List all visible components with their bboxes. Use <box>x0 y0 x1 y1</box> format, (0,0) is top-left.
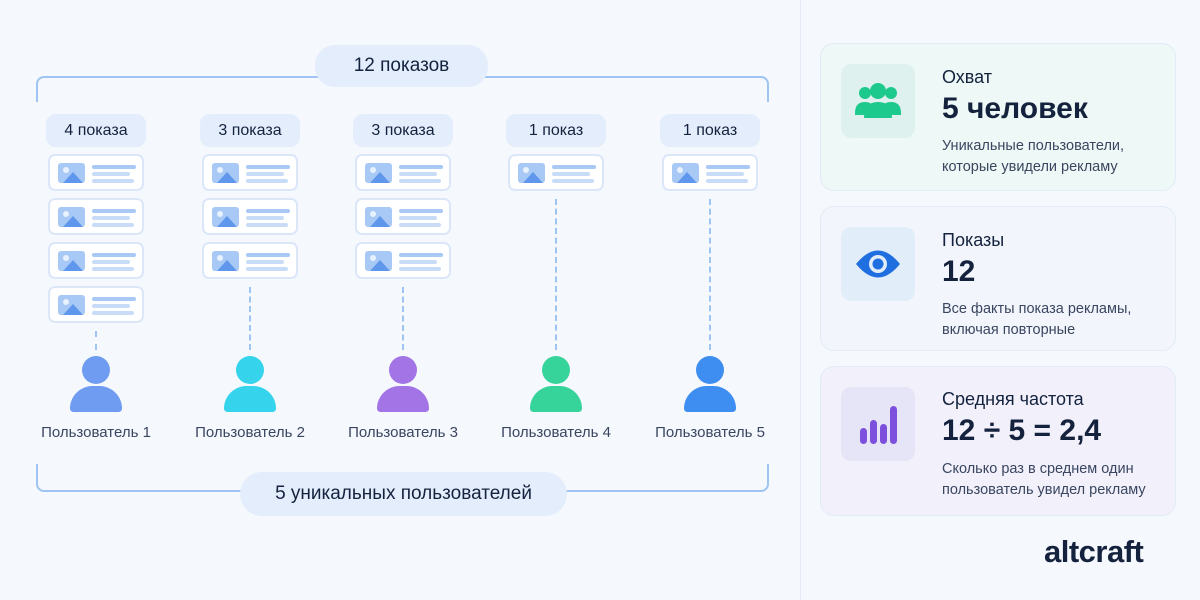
eye-icon <box>841 227 915 301</box>
impressions-diagram: 12 показов 5 уникальных пользователей 4 … <box>36 0 770 600</box>
reach-description: Уникальные пользователи, которые увидели… <box>942 138 1125 175</box>
connector-line <box>249 287 251 350</box>
frequency-card: Средняя частота 12 ÷ 5 = 2,4 Сколько раз… <box>820 366 1176 516</box>
ad-impression-card <box>202 154 298 191</box>
ad-impression-card <box>202 198 298 235</box>
ad-impression-card <box>48 198 144 235</box>
image-icon <box>58 251 85 271</box>
image-icon <box>365 207 392 227</box>
impressions-title: Показы <box>942 230 1005 250</box>
user-label: Пользователь 3 <box>348 424 458 441</box>
impressions-description: Все факты показа рекламы, включая повтор… <box>942 301 1132 338</box>
connector-line <box>709 199 711 350</box>
user-label: Пользователь 2 <box>195 424 305 441</box>
connector-line <box>402 287 404 350</box>
image-icon <box>365 251 392 271</box>
impressions-value: 12 <box>942 255 976 288</box>
impression-count-pill: 3 показа <box>200 114 300 147</box>
connector-line <box>555 199 557 350</box>
user-avatar-icon <box>530 356 582 416</box>
ad-impression-card <box>355 154 451 191</box>
altcraft-logo: altcraft <box>1044 534 1144 569</box>
user-label: Пользователь 5 <box>655 424 765 441</box>
image-icon <box>518 163 545 183</box>
frequency-value: 12 ÷ 5 = 2,4 <box>942 414 1102 447</box>
impression-count-pill: 3 показа <box>353 114 453 147</box>
ad-impression-card <box>48 154 144 191</box>
ad-impression-card <box>355 198 451 235</box>
image-icon <box>212 163 239 183</box>
frequency-title: Средняя частота <box>942 389 1084 409</box>
total-impressions-pill: 12 показов <box>315 45 488 87</box>
impression-count-pill: 4 показа <box>46 114 146 147</box>
image-icon <box>58 295 85 315</box>
image-icon <box>212 207 239 227</box>
impression-count-pill: 1 показ <box>506 114 606 147</box>
user-avatar-icon <box>224 356 276 416</box>
ad-impression-card <box>48 286 144 323</box>
connector-line <box>95 331 97 350</box>
impression-count-pill: 1 показ <box>660 114 760 147</box>
image-icon <box>212 251 239 271</box>
reach-card: Охват 5 человек Уникальные пользователи,… <box>820 43 1176 191</box>
ad-impression-card <box>355 242 451 279</box>
impressions-card: Показы 12 Все факты показа рекламы, вклю… <box>820 206 1176 351</box>
unique-users-pill: 5 уникальных пользователей <box>240 472 567 516</box>
user-label: Пользователь 1 <box>41 424 151 441</box>
user-avatar-icon <box>377 356 429 416</box>
divider <box>800 0 801 600</box>
image-icon <box>58 163 85 183</box>
ad-impression-card <box>202 242 298 279</box>
users-icon <box>841 64 915 138</box>
ad-impression-card <box>48 242 144 279</box>
user-avatar-icon <box>70 356 122 416</box>
ad-impression-card <box>508 154 604 191</box>
user-avatar-icon <box>684 356 736 416</box>
image-icon <box>58 207 85 227</box>
reach-value: 5 человек <box>942 92 1088 125</box>
ad-impression-card <box>662 154 758 191</box>
reach-title: Охват <box>942 67 993 87</box>
user-label: Пользователь 4 <box>501 424 611 441</box>
bar-chart-icon <box>841 387 915 461</box>
image-icon <box>365 163 392 183</box>
frequency-description: Сколько раз в среднем один пользователь … <box>942 461 1146 498</box>
image-icon <box>672 163 699 183</box>
